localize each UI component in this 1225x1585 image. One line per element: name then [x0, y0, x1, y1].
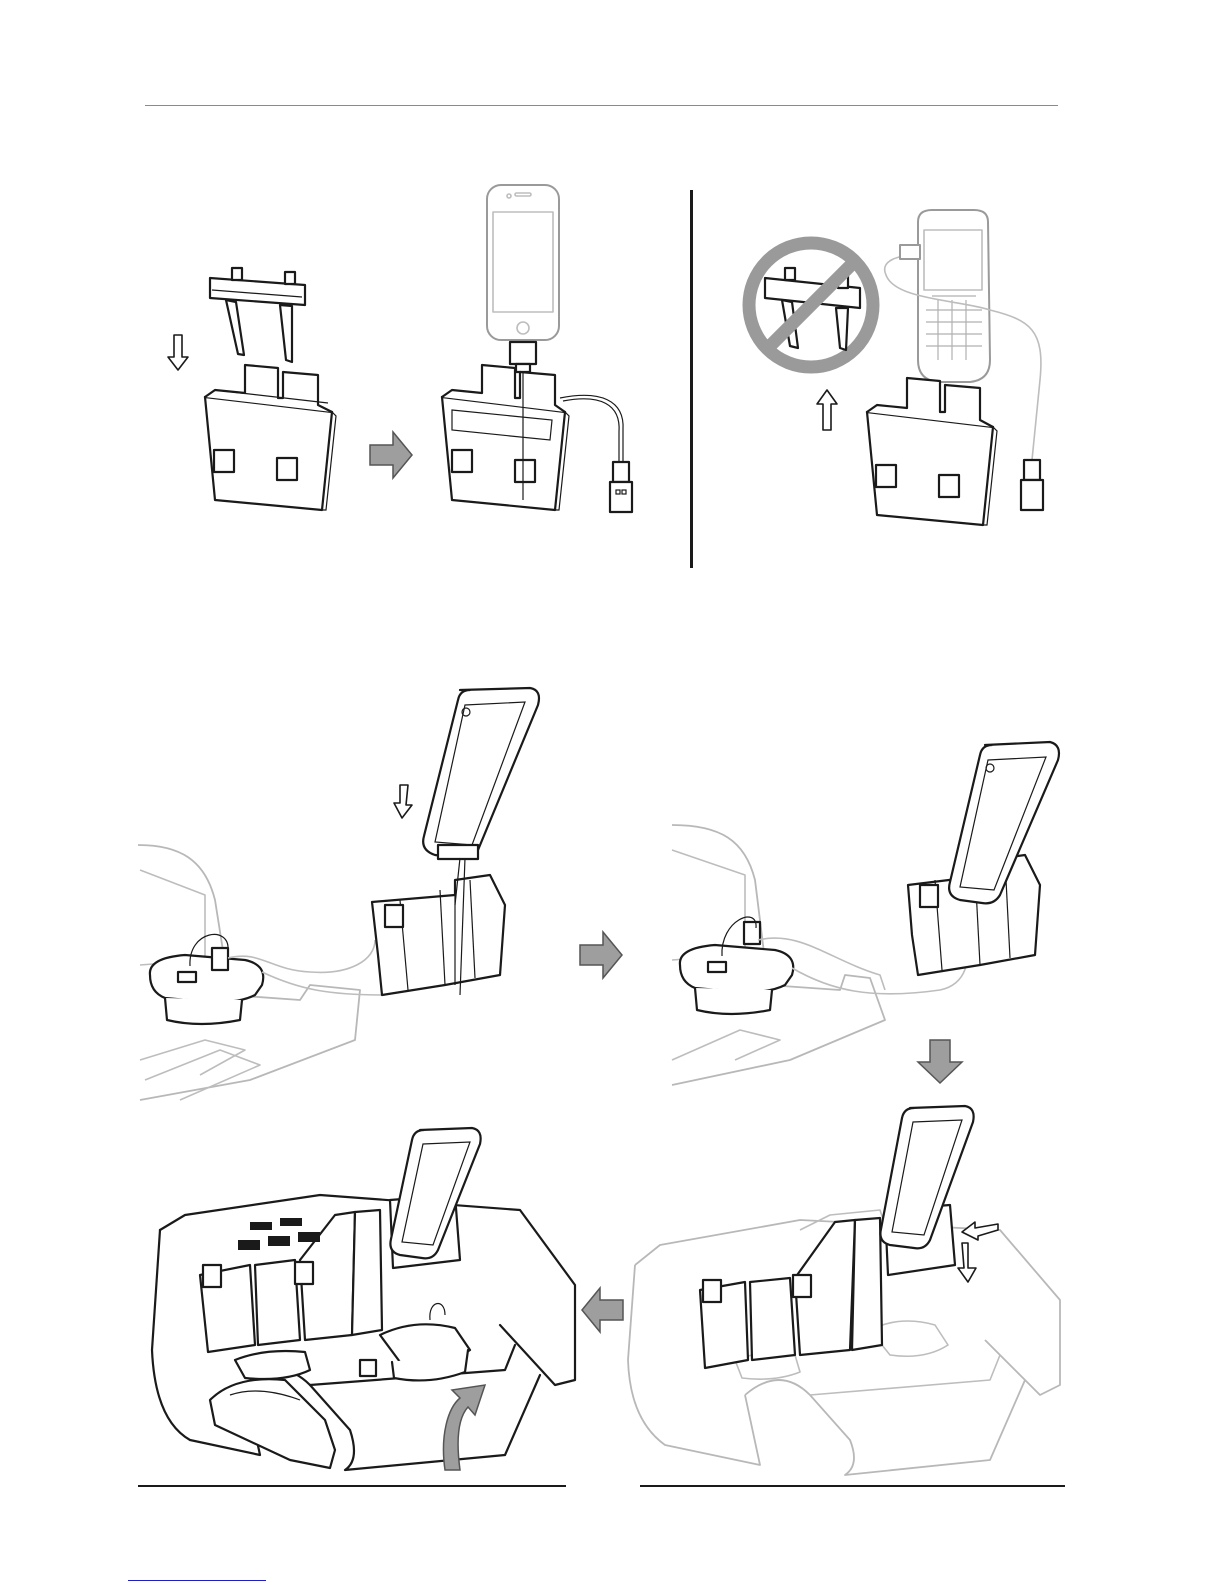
right-arrow-icon: [580, 932, 622, 978]
footnote-rule: [128, 1580, 266, 1581]
left-arrow-icon: [582, 1288, 623, 1332]
footer-rule-right: [640, 1485, 1065, 1487]
step-2-phone-seated: [672, 742, 1059, 1085]
down-arrow-icon: [394, 785, 412, 818]
step-3-install-cradle: [628, 1106, 1060, 1475]
footer-rule-left: [138, 1485, 566, 1487]
step-1-insert-phone: [138, 688, 539, 1100]
step-4-close-lid: [152, 1128, 575, 1470]
down-arrow-icon: [918, 1040, 962, 1083]
